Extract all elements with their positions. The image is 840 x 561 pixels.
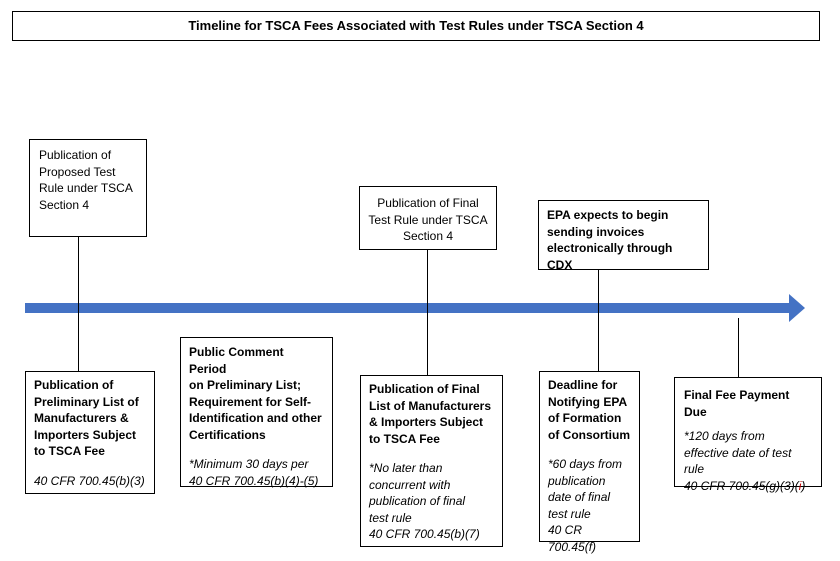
connector-final-payment [738,318,739,377]
comment-heading-1: Public Comment Period [189,345,284,376]
final-list-heading-2: List of Manufacturers [369,398,492,413]
consortium-heading-1: Deadline for [548,378,618,392]
timeline-arrow-shape [25,294,805,322]
consortium-deadline-box: Deadline for Notifying EPA of Formation … [539,371,640,554]
final-list-note-4: test rule [369,510,412,525]
connector-final-rule [427,250,428,375]
cdx-line-2: sending invoices [547,224,645,239]
comment-heading-5: Certifications [189,427,266,442]
final-list-note-1: *No later than [369,461,443,475]
preliminary-heading-3: Manufacturers & [34,411,129,425]
payment-citation-main: 40 CFR 700.45(g)(3)( [684,478,799,493]
final-rule-line-2: Test Rule under TSCA [368,212,488,227]
consortium-heading-2: Notifying EPA [548,394,628,409]
proposed-rule-line-4: Section 4 [39,197,90,212]
consortium-citation: 40 CR 700.45(f) [548,523,597,554]
final-list-heading-3: & Importers Subject [369,415,484,429]
preliminary-heading-5: to TSCA Fee [34,444,105,458]
final-list-heading-1: Publication of Final [369,382,480,396]
cdx-invoices-box: EPA expects to begin sending invoices el… [538,200,709,272]
comment-heading-3: Requirement for Self- [189,394,312,409]
consortium-note-4: test rule [548,506,591,521]
payment-note-3: rule [684,462,705,476]
final-rule-line-1: Publication of Final [377,196,479,210]
preliminary-heading-1: Publication of [34,378,114,392]
final-list-citation: 40 CFR 700.45(b)(7) [369,527,480,541]
payment-heading: Final Fee Payment Due [684,388,790,419]
preliminary-heading-4: Importers Subject [34,427,137,442]
final-list-note-3: publication of final [369,494,466,508]
consortium-heading-3: of Formation [548,411,622,425]
proposed-test-rule-box: Publication of Proposed Test Rule under … [29,139,147,237]
comment-heading-4: Identification and other [189,411,322,425]
public-comment-box: Public Comment Period on Preliminary Lis… [180,337,333,488]
final-fee-payment-box: Final Fee Payment Due *120 days from eff… [674,377,822,493]
proposed-rule-line-1: Publication of [39,148,112,162]
connector-cdx [598,270,599,371]
final-list-heading-4: to TSCA Fee [369,431,440,446]
cdx-line-3: electronically through CDX [547,241,673,272]
payment-citation-end: ) [801,478,806,493]
consortium-note-2: publication [548,473,606,488]
proposed-rule-line-2: Proposed Test [39,164,116,179]
diagram-title: Timeline for TSCA Fees Associated with T… [12,11,820,41]
payment-citation: 40 CFR 700.45(g)(3)(i) [684,478,812,495]
proposed-rule-line-3: Rule under TSCA [39,181,133,195]
connector-proposed-rule [78,237,79,371]
comment-note-2: 40 CFR 700.45(b)(4)-(5) [189,473,319,488]
preliminary-heading-2: Preliminary List of [34,394,139,409]
payment-note-2: effective date of test [684,445,792,460]
cdx-line-1: EPA expects to begin [547,208,669,222]
comment-heading-2: on Preliminary List; [189,378,302,392]
consortium-note-3: date of final [548,490,611,504]
diagram-title-text: Timeline for TSCA Fees Associated with T… [188,17,644,33]
payment-note-1: *120 days from [684,429,765,443]
final-list-box: Publication of Final List of Manufacture… [360,375,503,547]
final-rule-line-3: Section 4 [402,229,454,243]
final-list-note-2: concurrent with [369,477,451,492]
final-test-rule-box: Publication of Final Test Rule under TSC… [359,186,497,250]
payment-citation-mark: i [798,478,802,493]
preliminary-citation: 40 CFR 700.45(b)(3) [34,473,145,488]
consortium-note-1: *60 days from [548,457,623,471]
comment-note-1: *Minimum 30 days per [189,457,309,471]
preliminary-list-box: Publication of Preliminary List of Manuf… [25,371,155,494]
consortium-heading-4: of Consortium [548,427,630,442]
